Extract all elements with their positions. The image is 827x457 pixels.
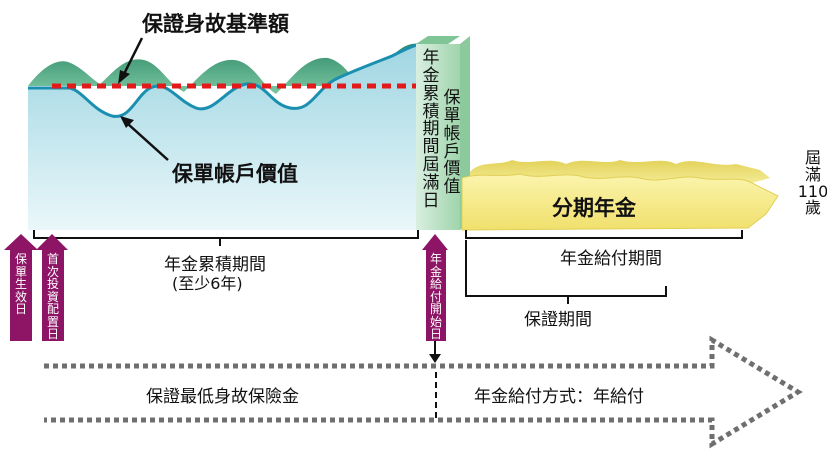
account-value-vertical-char: 戶 xyxy=(443,141,461,162)
maturity-age-part: 歲 xyxy=(804,198,821,218)
payout-start-date-char: 給 xyxy=(429,277,442,291)
first-allocation-date-char: 資 xyxy=(46,289,59,304)
guarantee-period-label: 保證期間 xyxy=(524,310,592,330)
accumulation-period-label: 年金累積期間 xyxy=(164,255,266,275)
accumulation-end-date-char: 日 xyxy=(422,190,440,211)
policy-effective-date-char: 保 xyxy=(14,252,27,266)
policy-effective-date-char: 單 xyxy=(14,264,27,279)
account-value-pointer xyxy=(127,123,169,161)
account-value-line xyxy=(27,42,421,118)
accumulation-end-date-char: 金 xyxy=(422,65,440,86)
up-arrow-icon xyxy=(4,234,448,250)
account-value-wave-top xyxy=(28,43,420,94)
account-value-vertical-char: 價 xyxy=(443,159,461,180)
guarantee-base-label: 保證身故基準額 xyxy=(142,12,289,36)
first-allocation-date-char: 日 xyxy=(46,327,59,341)
payout-start-date-char: 日 xyxy=(429,327,442,341)
maturity-age-part: 滿 xyxy=(804,164,821,184)
accumulation-end-date-char: 年 xyxy=(422,48,440,68)
policy-effective-date-tag: 保單生效日 xyxy=(10,250,32,341)
payout-start-date-char: 開 xyxy=(429,302,442,316)
maturity-age-part: 110 xyxy=(797,181,827,201)
payout-period-label: 年金給付期間 xyxy=(560,249,662,269)
payout-start-date-char: 年 xyxy=(429,252,442,266)
account-value-vertical-char: 值 xyxy=(443,177,461,198)
account-value-vertical-char: 單 xyxy=(443,105,461,126)
account-value-vertical-label: 保單帳戶價值 xyxy=(442,88,462,198)
first-allocation-date-char: 置 xyxy=(46,314,59,329)
accumulation-end-date-char: 屆 xyxy=(422,155,440,176)
first-allocation-date-char: 投 xyxy=(46,277,59,291)
policy-effective-date-char: 日 xyxy=(14,302,27,316)
accumulation-end-date-label: 年金累積期間屆滿日 xyxy=(420,48,442,211)
payout-start-date-tag: 年金給付開始日 xyxy=(426,250,446,341)
accumulation-period-bracket xyxy=(33,230,419,239)
first-allocation-date-char: 次 xyxy=(46,264,59,279)
guarantee-base-pointer xyxy=(122,37,144,75)
minimum-death-benefit-label: 保證最低身故保險金 xyxy=(146,387,299,407)
annuity-band xyxy=(461,173,779,231)
accumulation-end-block xyxy=(416,44,460,230)
guarantee-period-bracket xyxy=(465,240,667,297)
payout-start-date-char: 始 xyxy=(429,314,442,329)
maturity-age-part: 屆 xyxy=(804,148,821,167)
accumulation-end-date-char: 滿 xyxy=(422,172,440,193)
payout-period-bracket xyxy=(465,230,743,239)
policy-effective-date-char: 生 xyxy=(14,277,27,291)
first-allocation-date-char: 配 xyxy=(46,302,59,316)
accumulation-end-block-top xyxy=(416,36,460,44)
account-value-vertical-char: 保 xyxy=(443,88,461,108)
accumulation-minimum-label: (至少6年) xyxy=(172,274,243,293)
accumulation-end-date-char: 積 xyxy=(422,101,440,122)
policy-effective-date-char: 效 xyxy=(14,289,27,304)
dotted-right-arrow-icon xyxy=(44,335,803,449)
payout-method-label: 年金給付方式：年給付 xyxy=(474,387,644,407)
accumulation-end-date-char: 期 xyxy=(422,119,440,140)
account-value-vertical-char: 帳 xyxy=(443,123,461,144)
installment-annuity-label: 分期年金 xyxy=(552,196,636,220)
accumulation-end-date-char: 間 xyxy=(422,137,440,158)
payout-start-date-char: 付 xyxy=(429,289,442,304)
account-value-label: 保單帳戶價值 xyxy=(172,162,298,186)
boundary-down-arrow-icon xyxy=(429,354,441,363)
first-allocation-date-char: 首 xyxy=(46,252,59,266)
accumulation-end-date-char: 累 xyxy=(422,83,440,104)
payout-start-date-char: 金 xyxy=(429,264,442,279)
first-allocation-date-tag: 首次投資配置日 xyxy=(42,250,64,341)
